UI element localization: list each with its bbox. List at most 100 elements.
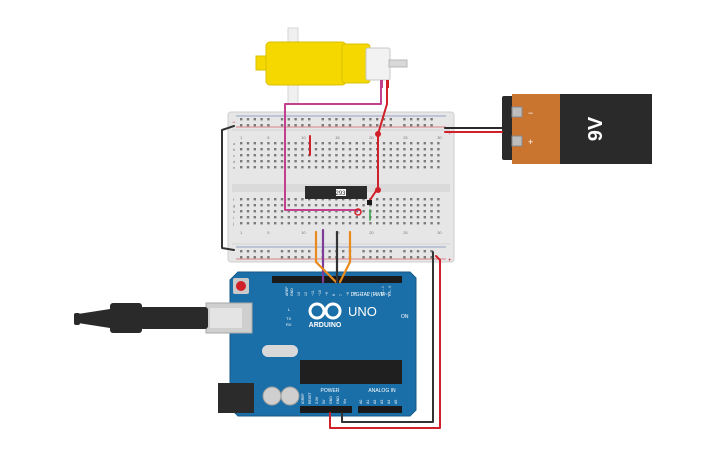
- breadboard-hole[interactable]: [287, 124, 290, 127]
- breadboard-hole[interactable]: [430, 154, 433, 157]
- breadboard-hole[interactable]: [335, 118, 338, 121]
- breadboard-hole[interactable]: [328, 124, 331, 127]
- analog-header[interactable]: [358, 406, 402, 413]
- breadboard-hole[interactable]: [253, 124, 256, 127]
- breadboard-hole[interactable]: [294, 154, 297, 157]
- breadboard-hole[interactable]: [382, 160, 386, 163]
- breadboard-hole[interactable]: [362, 204, 365, 207]
- breadboard-hole[interactable]: [328, 210, 331, 213]
- breadboard-hole[interactable]: [314, 210, 318, 213]
- breadboard-hole[interactable]: [369, 124, 372, 127]
- breadboard-hole[interactable]: [389, 118, 392, 121]
- breadboard-hole[interactable]: [362, 142, 365, 145]
- breadboard-hole[interactable]: [280, 142, 284, 145]
- breadboard-hole[interactable]: [382, 250, 386, 253]
- breadboard-hole[interactable]: [294, 160, 297, 163]
- breadboard-hole[interactable]: [382, 204, 386, 207]
- breadboard-hole[interactable]: [287, 250, 290, 253]
- breadboard-hole[interactable]: [389, 250, 392, 253]
- breadboard-hole[interactable]: [342, 118, 345, 121]
- breadboard-hole[interactable]: [376, 210, 379, 213]
- breadboard-hole[interactable]: [328, 198, 331, 201]
- breadboard-hole[interactable]: [335, 154, 338, 157]
- breadboard-hole[interactable]: [267, 160, 270, 163]
- breadboard-hole[interactable]: [416, 142, 420, 145]
- breadboard-hole[interactable]: [342, 198, 345, 201]
- breadboard-hole[interactable]: [274, 148, 277, 151]
- breadboard-hole[interactable]: [321, 118, 324, 121]
- breadboard-hole[interactable]: [280, 204, 284, 207]
- breadboard-hole[interactable]: [403, 118, 406, 121]
- breadboard-hole[interactable]: [430, 216, 433, 219]
- arduino-uno[interactable]: ARDUINO UNO DIGITAL (PWM~) POWER ANALOG …: [205, 271, 417, 417]
- breadboard-hole[interactable]: [308, 160, 311, 163]
- breadboard-hole[interactable]: [410, 118, 413, 121]
- breadboard-hole[interactable]: [335, 124, 338, 127]
- wire-orange-1[interactable]: [314, 230, 338, 284]
- breadboard-hole[interactable]: [430, 210, 433, 213]
- breadboard-hole[interactable]: [294, 118, 297, 121]
- breadboard-hole[interactable]: [382, 222, 386, 225]
- breadboard-hole[interactable]: [253, 160, 256, 163]
- breadboard-hole[interactable]: [423, 148, 426, 151]
- breadboard-hole[interactable]: [348, 222, 352, 225]
- breadboard-hole[interactable]: [403, 216, 406, 219]
- breadboard-hole[interactable]: [301, 154, 304, 157]
- breadboard-hole[interactable]: [308, 118, 311, 121]
- breadboard-hole[interactable]: [308, 204, 311, 207]
- breadboard-hole[interactable]: [314, 166, 318, 169]
- breadboard-hole[interactable]: [430, 142, 433, 145]
- breadboard-hole[interactable]: [301, 256, 304, 259]
- breadboard-hole[interactable]: [430, 222, 433, 225]
- breadboard-hole[interactable]: [253, 118, 256, 121]
- breadboard-hole[interactable]: [430, 256, 433, 259]
- breadboard-hole[interactable]: [240, 154, 243, 157]
- breadboard-hole[interactable]: [321, 216, 324, 219]
- breadboard-hole[interactable]: [294, 142, 297, 145]
- breadboard-hole[interactable]: [267, 216, 270, 219]
- breadboard-hole[interactable]: [437, 148, 440, 151]
- breadboard-hole[interactable]: [410, 166, 413, 169]
- breadboard-hole[interactable]: [267, 198, 270, 201]
- breadboard-hole[interactable]: [253, 222, 256, 225]
- breadboard-hole[interactable]: [321, 166, 324, 169]
- breadboard-hole[interactable]: [382, 210, 386, 213]
- breadboard-hole[interactable]: [280, 154, 284, 157]
- breadboard-hole[interactable]: [396, 154, 399, 157]
- breadboard-hole[interactable]: [301, 198, 304, 201]
- breadboard-hole[interactable]: [403, 166, 406, 169]
- breadboard-hole[interactable]: [410, 154, 413, 157]
- breadboard-hole[interactable]: [376, 250, 379, 253]
- breadboard-hole[interactable]: [280, 210, 284, 213]
- breadboard-hole[interactable]: [430, 118, 433, 121]
- breadboard-hole[interactable]: [246, 204, 250, 207]
- breadboard-hole[interactable]: [369, 250, 372, 253]
- breadboard-hole[interactable]: [260, 142, 263, 145]
- breadboard-hole[interactable]: [342, 142, 345, 145]
- breadboard-hole[interactable]: [403, 160, 406, 163]
- breadboard-hole[interactable]: [308, 222, 311, 225]
- breadboard-hole[interactable]: [416, 124, 420, 127]
- breadboard-hole[interactable]: [240, 160, 243, 163]
- breadboard-hole[interactable]: [423, 124, 426, 127]
- breadboard-hole[interactable]: [274, 216, 277, 219]
- breadboard-hole[interactable]: [240, 124, 243, 127]
- power-header[interactable]: [300, 406, 352, 413]
- breadboard-hole[interactable]: [416, 216, 420, 219]
- breadboard-hole[interactable]: [335, 222, 338, 225]
- breadboard-hole[interactable]: [410, 148, 413, 151]
- breadboard-hole[interactable]: [314, 160, 318, 163]
- breadboard-hole[interactable]: [416, 154, 420, 157]
- breadboard-hole[interactable]: [376, 204, 379, 207]
- breadboard-hole[interactable]: [382, 198, 386, 201]
- breadboard-hole[interactable]: [314, 204, 318, 207]
- breadboard-hole[interactable]: [267, 250, 270, 253]
- breadboard-hole[interactable]: [294, 256, 297, 259]
- breadboard-hole[interactable]: [389, 148, 392, 151]
- breadboard-hole[interactable]: [382, 142, 386, 145]
- breadboard-hole[interactable]: [267, 210, 270, 213]
- breadboard-hole[interactable]: [410, 198, 413, 201]
- breadboard-hole[interactable]: [301, 250, 304, 253]
- breadboard-hole[interactable]: [287, 210, 290, 213]
- breadboard-hole[interactable]: [423, 154, 426, 157]
